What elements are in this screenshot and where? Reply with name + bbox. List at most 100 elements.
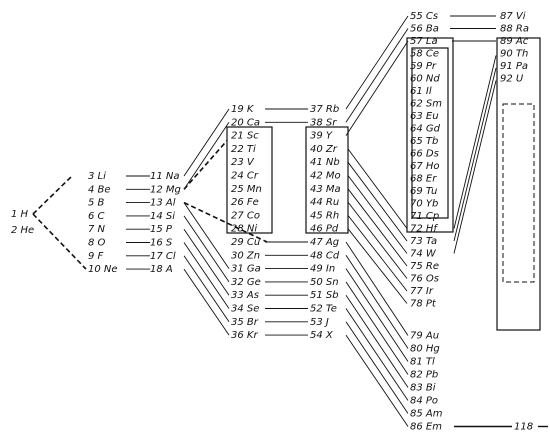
element-label: 54 X xyxy=(310,330,334,341)
actinide-box-outer xyxy=(496,37,541,331)
link-al-cu xyxy=(183,201,268,243)
link-period5-period6 xyxy=(347,148,408,229)
element-label: 20 Ca xyxy=(231,117,260,128)
link-period3-period4 xyxy=(183,268,230,336)
element-label: 29 Cu xyxy=(231,237,260,248)
element-label: 43 Ma xyxy=(310,184,341,195)
element-label: 66 Ds xyxy=(410,149,439,160)
link-period5-period6 xyxy=(345,241,409,336)
element-label: 19 K xyxy=(231,104,255,115)
element-label: 68 Er xyxy=(410,174,437,185)
element-label: 61 Il xyxy=(410,86,432,97)
element-label: 38 Sr xyxy=(310,117,337,128)
element-label: 25 Mn xyxy=(231,184,262,195)
link-w-u xyxy=(453,80,497,254)
transition-box-period4 xyxy=(226,126,273,234)
element-label: 36 Kr xyxy=(231,330,258,341)
element-label: 9 F xyxy=(88,251,104,262)
link-period5-period6 xyxy=(345,294,409,388)
element-label: 34 Se xyxy=(231,304,259,315)
element-label: 72 Hf xyxy=(410,224,438,235)
element-label: 24 Cr xyxy=(231,171,259,182)
element-label: 81 Tl xyxy=(410,357,435,368)
link-na-k xyxy=(183,108,230,177)
actinide-box-inner xyxy=(502,103,535,283)
element-label-terminal: 118 xyxy=(514,422,533,433)
link-period5-period6 xyxy=(347,201,408,279)
link-period5-period6 xyxy=(345,308,409,401)
element-label: 16 S xyxy=(150,238,173,249)
link-period5-period6 xyxy=(347,161,408,242)
element-label: 69 Tu xyxy=(410,186,437,197)
element-label: 3 Li xyxy=(88,171,106,182)
element-label: 13 Al xyxy=(150,198,176,209)
element-label: 60 Nd xyxy=(410,74,440,85)
rare-earth-box-inner xyxy=(411,47,449,219)
link-sr-ba xyxy=(345,28,409,123)
element-label: 42 Mo xyxy=(310,171,341,182)
element-label: 71 Cp xyxy=(410,211,439,222)
element-label: 80 Hg xyxy=(410,344,440,355)
element-label: 63 Eu xyxy=(410,111,439,122)
element-label: 49 In xyxy=(310,264,335,275)
element-label: 45 Rh xyxy=(310,210,339,221)
link-rb-cs xyxy=(345,15,409,110)
element-label: 12 Mg xyxy=(150,184,181,195)
element-label: 5 B xyxy=(88,198,105,209)
element-label: 7 N xyxy=(88,224,106,235)
element-label: 35 Br xyxy=(231,317,259,328)
element-label: 23 V xyxy=(231,157,255,168)
link-period5-period6 xyxy=(345,321,409,414)
element-label: 51 Sb xyxy=(310,290,339,301)
element-label: 2 He xyxy=(11,225,34,236)
element-label: 47 Ag xyxy=(310,237,339,248)
element-label: 79 Au xyxy=(410,331,439,342)
link-period3-period4 xyxy=(183,255,230,323)
element-label: 65 Tb xyxy=(410,136,438,147)
element-label: 6 C xyxy=(88,211,105,222)
element-label: 40 Zr xyxy=(310,144,338,155)
element-label: 67 Ho xyxy=(410,161,440,172)
element-label: 50 Sn xyxy=(310,277,339,288)
element-label: 22 Ti xyxy=(231,144,256,155)
element-label: 92 U xyxy=(500,74,524,85)
element-label: 84 Po xyxy=(410,396,438,407)
transition-box-period5 xyxy=(305,126,349,234)
element-label: 74 W xyxy=(410,249,437,260)
element-label: 26 Fe xyxy=(231,197,259,208)
element-label: 48 Cd xyxy=(310,250,340,261)
link-period3-period4 xyxy=(183,215,230,283)
link-period5-period6 xyxy=(347,215,408,292)
element-label: 85 Am xyxy=(410,409,443,420)
element-label: 17 Cl xyxy=(150,251,176,262)
element-label: 11 Na xyxy=(150,171,180,182)
element-label: 28 Ni xyxy=(231,224,257,235)
element-label: 4 Be xyxy=(88,184,111,195)
element-label: 58 Ce xyxy=(410,49,439,60)
element-label: 21 Sc xyxy=(231,131,259,142)
element-label: 70 Yb xyxy=(410,199,438,210)
element-label: 46 Pd xyxy=(310,224,339,235)
element-label: 90 Th xyxy=(500,49,528,60)
group-boxes xyxy=(226,37,541,331)
element-label: 87 Vi xyxy=(500,11,526,22)
link-period5-period6 xyxy=(347,188,408,267)
element-label: 73 Ta xyxy=(410,236,437,247)
element-label: 55 Cs xyxy=(410,11,438,22)
element-label: 14 Si xyxy=(150,211,175,222)
connection-lines xyxy=(32,15,548,428)
element-label: 30 Zn xyxy=(231,250,260,261)
link-period5-period6 xyxy=(345,334,409,427)
element-label: 31 Ga xyxy=(231,264,261,275)
element-label: 78 Pt xyxy=(410,299,437,310)
element-label: 59 Pr xyxy=(410,61,437,72)
link-period5-period6 xyxy=(347,228,408,304)
element-label: 1 H xyxy=(11,209,29,220)
element-label: 15 P xyxy=(150,224,173,235)
element-label: 32 Ge xyxy=(231,277,261,288)
element-label: 53 J xyxy=(310,317,329,328)
element-label: 56 Ba xyxy=(410,24,439,35)
element-label: 91 Pa xyxy=(500,61,528,72)
